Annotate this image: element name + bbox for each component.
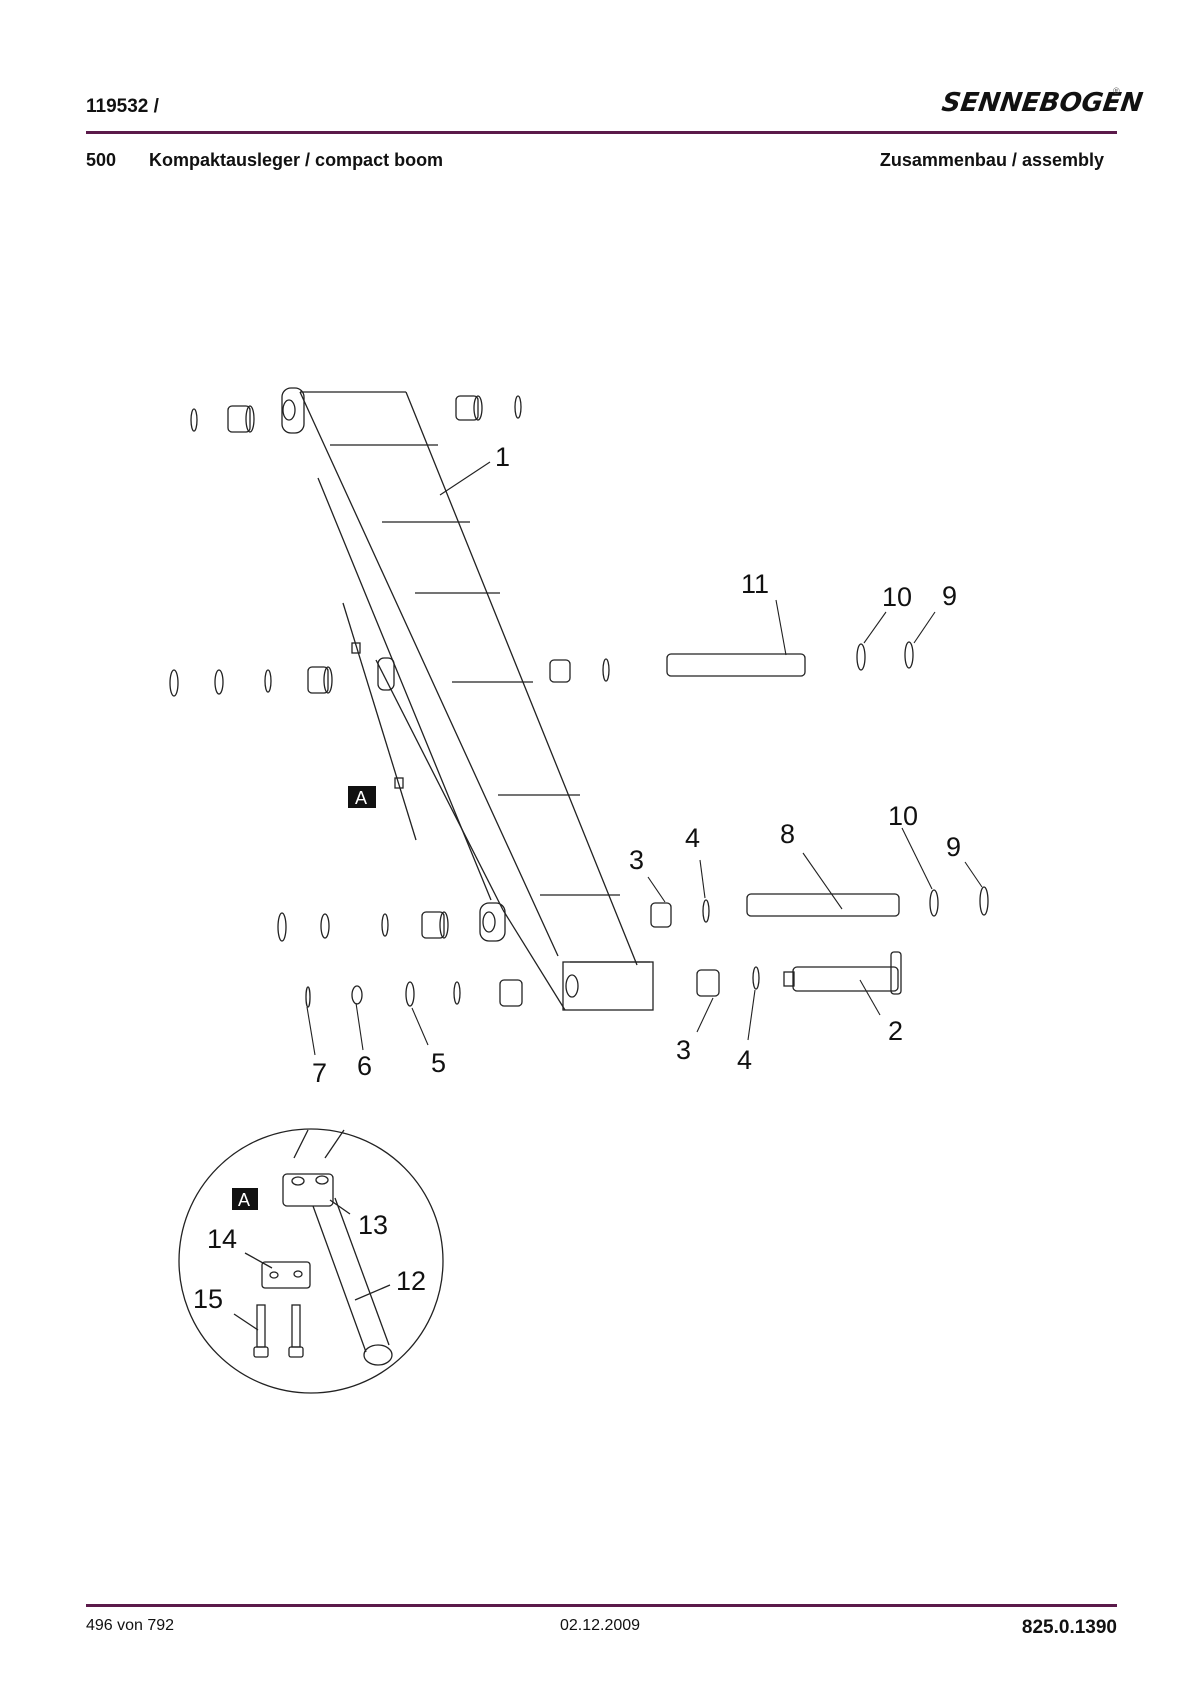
footer-rule: [86, 1604, 1117, 1607]
detail-a-tag-main: [348, 786, 376, 808]
top-left-parts: [190, 395, 522, 433]
registered-mark: ®: [1113, 86, 1120, 96]
callout-2: 2: [888, 1016, 903, 1046]
callout-6: 6: [357, 1051, 372, 1081]
callout-11: 11: [741, 569, 769, 599]
callout-4b: 4: [737, 1045, 752, 1075]
callout-8: 8: [780, 819, 795, 849]
callout-5: 5: [431, 1048, 446, 1078]
detail-a-view: [178, 1128, 444, 1394]
callout-12: 12: [396, 1266, 426, 1296]
document-number: 119532 /: [86, 96, 159, 117]
callout-3a: 3: [629, 845, 644, 875]
callout-3b: 3: [676, 1035, 691, 1065]
callout-15: 15: [193, 1284, 223, 1314]
detail-a-label-inset: A: [238, 1190, 250, 1210]
callout-9b: 9: [946, 832, 961, 862]
callout-14: 14: [207, 1224, 237, 1254]
detail-a-tag-inset: [232, 1188, 258, 1210]
callout-10a: 10: [882, 582, 912, 612]
callout-7: 7: [312, 1058, 327, 1088]
callout-10b: 10: [888, 801, 918, 831]
callout-13: 13: [358, 1210, 388, 1240]
header-rule: [86, 131, 1117, 134]
leader-lines: [306, 461, 983, 1056]
boom-frame: [281, 387, 654, 1011]
section-right-title: Zusammenbau / assembly: [879, 150, 1104, 170]
guide-rod: [342, 602, 417, 841]
detail-a-label-main: A: [355, 788, 367, 808]
section-title: Kompaktausleger / compact boom: [149, 150, 444, 170]
mid-left-parts: [169, 657, 610, 697]
callout-9a: 9: [942, 581, 957, 611]
footer-doc-code: 825.0.1390: [1021, 1617, 1117, 1638]
section-number: 500: [86, 150, 117, 170]
pin-11: [666, 641, 914, 677]
callout-1: 1: [495, 442, 510, 472]
footer-date: 02.12.2009: [560, 1617, 641, 1634]
right-lower-parts: [650, 886, 989, 997]
lower-left-parts: [277, 911, 523, 1008]
callout-4a: 4: [685, 823, 700, 853]
page-indicator: 496 von 792: [86, 1617, 175, 1634]
